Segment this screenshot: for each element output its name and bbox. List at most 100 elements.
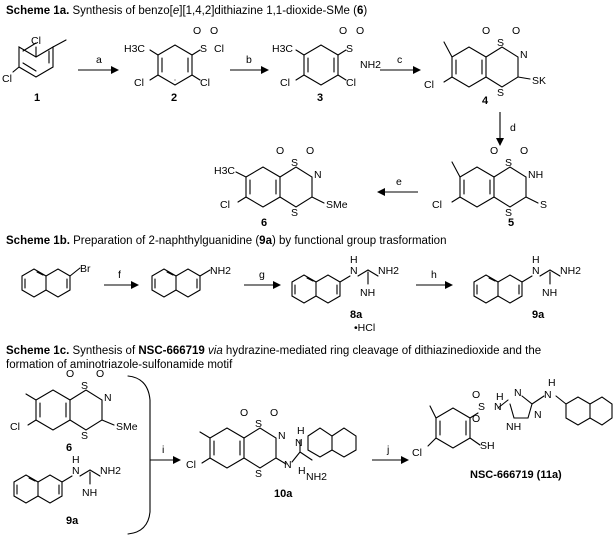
atom-label: Cl [280,77,290,89]
atom-label: SMe [116,421,138,433]
atom-label: H3C [124,43,145,55]
atom-label: NH2 [306,471,327,483]
atom-label: N [494,401,502,413]
atom-label: O [339,25,347,37]
atom-label: S [81,380,88,392]
compound-2-structure: H3C S O O Cl Cl Cl [124,25,224,89]
reagent-a: a [96,54,102,66]
atom-label: S [255,468,262,480]
atom-label: NH2 [100,465,121,477]
atom-label: NH2 [378,265,399,277]
reagent-b: b [246,54,252,66]
compound-label-4: 4 [482,95,489,107]
atom-label: H [298,465,306,477]
compound-label-1: 1 [34,92,40,104]
reagent-e: e [396,176,402,188]
atom-label: N [544,389,552,401]
compound-label-6-1c: 6 [66,442,72,454]
compound-1-structure: Cl Cl [2,35,67,85]
atom-label: H [496,391,504,403]
atom-label: Cl [214,43,224,55]
compound-label-8a: 8a [350,309,363,321]
compound-label-6: 6 [261,217,267,229]
atom-label: N [314,169,322,181]
atom-label: N [278,430,286,442]
bromonaphthalene-structure: Br [21,263,91,298]
atom-label: O [472,413,480,425]
atom-label: Cl [134,77,144,89]
reagent-i: i [162,444,164,456]
atom-label: SK [532,75,546,87]
atom-label: Cl [2,73,12,85]
compound-8a-structure: H N NH2 NH [291,254,399,304]
naphthylamine-structure: NH2 [151,265,231,298]
atom-label: S [291,157,298,169]
atom-label: O [306,145,314,157]
atom-label: N [295,437,303,449]
atom-label: S [81,430,88,442]
atom-label: NH2 [560,265,581,277]
compound-4-structure: O O S N Cl S SK [424,25,546,99]
atom-label: S [255,418,262,430]
scheme-1c-title-line1: Scheme 1c. Synthesis of NSC-666719 via h… [6,345,541,357]
atom-label: Cl [432,199,442,211]
atom-label: H3C [272,43,293,55]
atom-label: Cl [346,77,356,89]
atom-label: H3C [214,165,235,177]
atom-label: NH [506,421,521,433]
compound-label-9a-1c: 9a [66,515,79,527]
atom-label: S [291,207,298,219]
atom-label: N [514,387,522,399]
atom-label: Cl [412,447,422,459]
compound-label-5: 5 [508,217,514,229]
compound-10a-structure: O O S N Cl S N H N H NH2 [186,407,357,483]
compound-5-structure: O O S NH Cl S S [432,145,547,219]
atom-label: S [478,401,485,413]
reagent-g: g [259,269,265,281]
atom-label: O [276,145,284,157]
atom-label: O [96,368,104,380]
reagent-d: d [510,122,516,134]
atom-label: H [548,377,556,389]
compound-9a-structure: H N NH2 NH [473,254,581,304]
hydrochloride-salt-label: •HCl [354,322,375,334]
reagent-h: h [431,269,437,281]
atom-label: Cl [186,459,196,471]
atom-label: N [72,465,80,477]
atom-label: N [284,459,292,471]
atom-label: Cl [424,79,434,91]
atom-label: N [532,265,540,277]
compound-9a-structure-1c: H N NH2 NH [13,454,121,504]
atom-label: O [270,407,278,419]
atom-label: S [497,37,504,49]
atom-label: S [540,199,547,211]
atom-label: H [297,425,305,437]
compound-label-2: 2 [171,92,177,104]
atom-label: O [512,25,520,37]
atom-label: Br [80,263,91,275]
atom-label: N [520,49,528,61]
atom-label: NH2 [360,59,381,71]
compound-3-structure: H3C S O O NH2 Cl Cl [272,25,381,89]
reagent-c: c [397,54,402,66]
reagent-j: j [386,444,389,456]
atom-label: O [240,407,248,419]
atom-label: Cl [200,77,210,89]
compound-6-structure: O O H3C S N Cl S SMe [214,145,348,219]
atom-label: O [210,25,218,37]
atom-label: O [472,389,480,401]
compound-6-structure-1c: O O S N Cl S SMe [10,368,138,442]
atom-label: H [350,254,358,266]
atom-label: SMe [326,199,348,211]
atom-label: O [482,25,490,37]
compound-11a-structure: O O S N H N N NH H N Cl SH [412,377,613,459]
atom-label: S [505,207,512,219]
atom-label: O [490,145,498,157]
scheme-1c-title-line2: formation of aminotriazole-sulfonamide m… [6,359,233,371]
atom-label: N [534,409,542,421]
atom-label: NH2 [210,265,231,277]
atom-label: S [505,157,512,169]
scheme-1b-title: Scheme 1b. Preparation of 2-naphthylguan… [6,235,446,247]
atom-label: NH [360,287,375,299]
